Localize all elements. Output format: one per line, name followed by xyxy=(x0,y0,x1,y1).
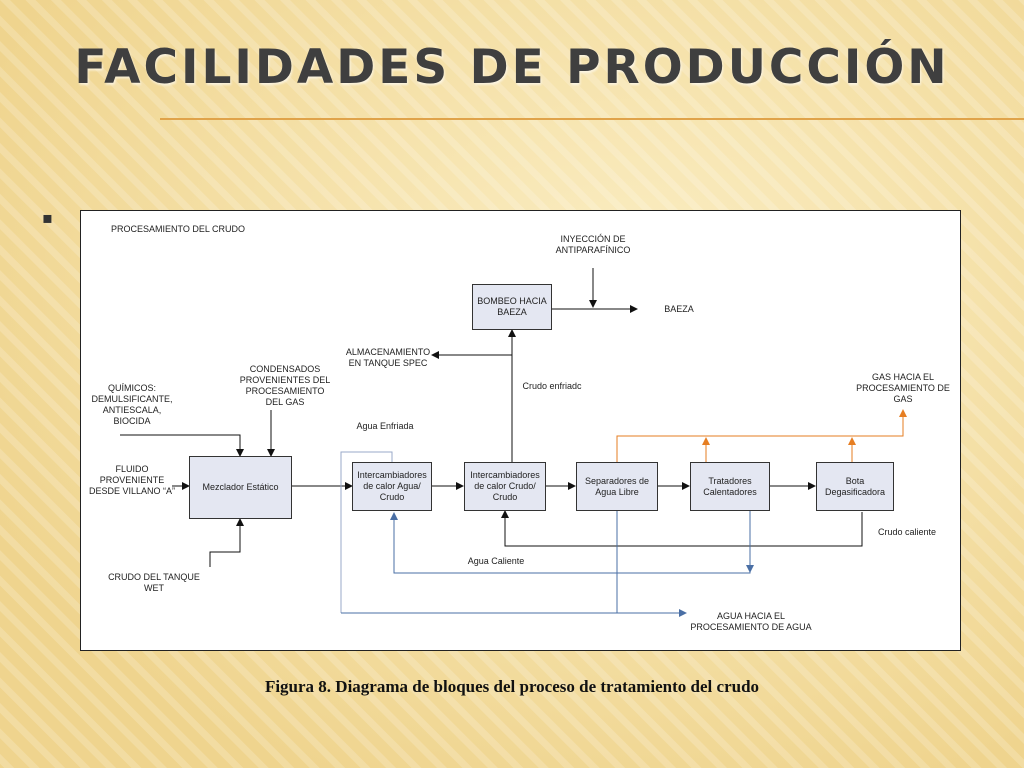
label-crudo-caliente: Crudo caliente xyxy=(877,527,937,537)
arrow-quimicos xyxy=(120,434,244,457)
diagram-frame xyxy=(80,210,961,651)
line-agua-caliente xyxy=(390,510,751,574)
line-gas xyxy=(616,409,907,462)
bullet-marker: ▪ xyxy=(42,208,53,227)
box-bombeo-baeza: BOMBEO HACIA BAEZA xyxy=(472,284,552,330)
figure-caption: Figura 8. Diagrama de bloques del proces… xyxy=(264,677,760,696)
box-intercambiador-crudo-crudo: Intercambiadores de calor Crudo/ Crudo xyxy=(464,462,546,511)
label-crudo-enfriado: Crudo enfriadc xyxy=(522,381,582,391)
label-gas: GAS HACIA EL PROCESAMIENTO DE GAS xyxy=(856,372,950,404)
label-condensados: CONDENSADOS PROVENIENTES DEL PROCESAMIEN… xyxy=(239,364,331,407)
arrow-crudo-tanque xyxy=(209,518,244,567)
label-inyeccion: INYECCIÓN DE ANTIPARAFÍNICO xyxy=(555,234,631,255)
box-tratadores-calentadores: Tratadores Calentadores xyxy=(690,462,770,511)
arrow-crudo-caliente xyxy=(501,510,863,547)
box-bota-degasificadora: Bota Degasificadora xyxy=(816,462,894,511)
label-agua-caliente: Agua Caliente xyxy=(467,556,525,566)
line-agua-enfriada xyxy=(340,451,393,613)
slide-title: FACILIDADES DE PRODUCCIÓN xyxy=(74,40,950,95)
label-baeza: BAEZA xyxy=(664,304,694,314)
label-agua-procesamiento: AGUA HACIA EL PROCESAMIENTO DE AGUA xyxy=(690,611,812,632)
box-separadores-agua-libre: Separadores de Agua Libre xyxy=(576,462,658,511)
diagram-header: PROCESAMIENTO DEL CRUDO xyxy=(111,224,246,234)
label-fluido: FLUIDO PROVENIENTE DESDE VILLANO “A” xyxy=(88,464,176,496)
label-crudo-tanque: CRUDO DEL TANQUE WET xyxy=(108,572,200,593)
label-agua-enfriada: Agua Enfriada xyxy=(356,421,414,431)
box-intercambiador-agua-crudo: Intercambiadores de calor Agua/ Crudo xyxy=(352,462,432,511)
label-quimicos: QUÍMICOS: DEMULSIFICANTE, ANTIESCALA, BI… xyxy=(91,383,173,426)
box-mezclador-estatico: Mezclador Estático xyxy=(189,456,292,519)
title-rule xyxy=(160,118,1024,120)
label-almacenamiento: ALMACENAMIENTO EN TANQUE SPEC xyxy=(345,347,431,368)
